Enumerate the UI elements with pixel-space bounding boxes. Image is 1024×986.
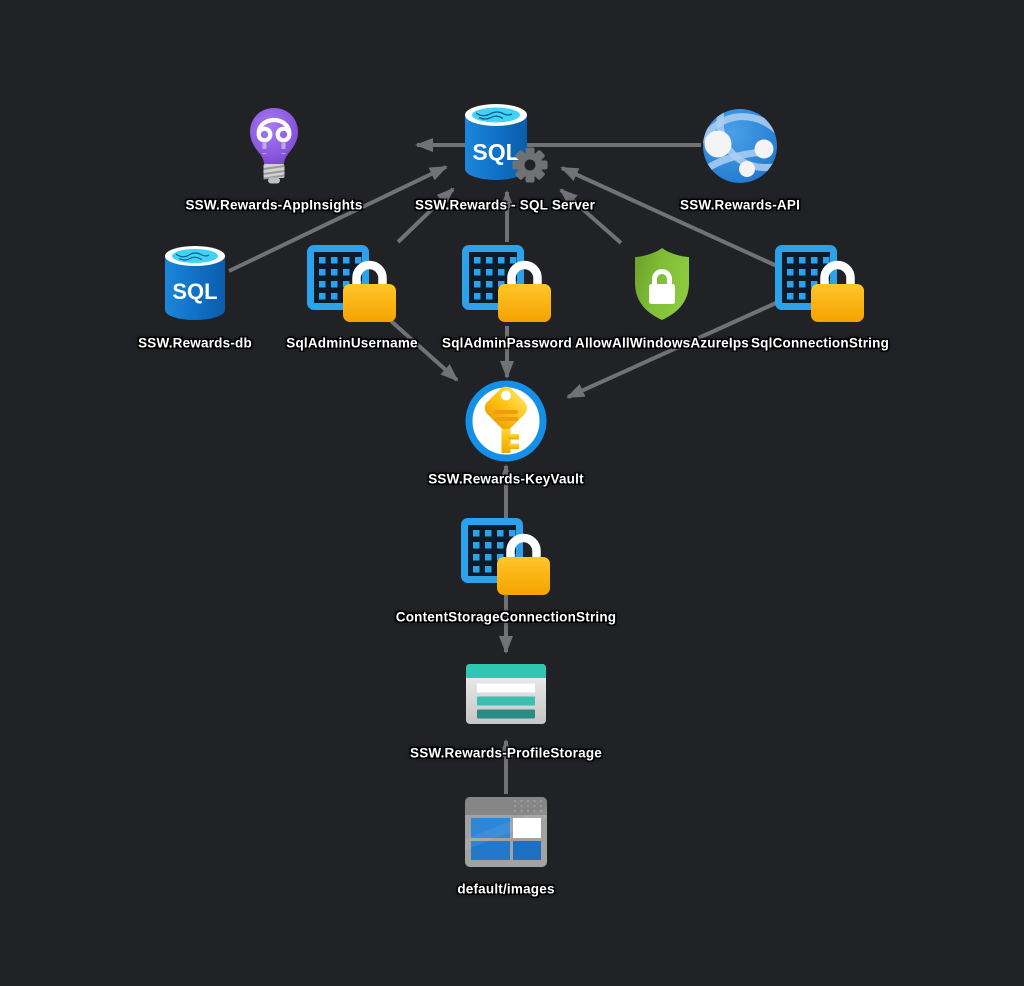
resource-label: SqlAdminPassword	[442, 335, 572, 351]
resource-label: ContentStorageConnectionString	[395, 609, 617, 625]
app-service-globe-icon	[702, 108, 778, 184]
key-vault-icon	[465, 380, 547, 462]
dependency-arrow-sqlconnectionstring-to-sqlserver	[560, 166, 780, 269]
svg-text:SQL: SQL	[172, 279, 217, 304]
resource-label: SSW.Rewards-db	[138, 335, 252, 351]
dependency-arrow-sqlconnectionstring-to-keyvault	[566, 301, 777, 399]
storage-account-icon	[466, 664, 546, 724]
resource-label: SSW.Rewards-KeyVault	[428, 471, 584, 487]
dependency-arrow-sqladminusername-to-keyvault	[389, 319, 459, 382]
firewall-shield-icon	[632, 246, 692, 322]
key-vault-secret-icon	[462, 245, 552, 323]
resource-label: SSW.Rewards - SQL Server	[414, 197, 596, 213]
resource-label: SSW.Rewards-AppInsights	[185, 197, 363, 213]
resource-label: SSW.Rewards-ProfileStorage	[410, 745, 602, 761]
resource-label: SSW.Rewards-API	[679, 197, 801, 213]
dependency-arrow-allowallwindowsazureips-to-sqlserver	[559, 188, 623, 245]
dependency-arrow-db-to-sqlserver	[228, 165, 448, 273]
key-vault-secret-icon	[307, 245, 397, 323]
sql-server-icon: SQL	[461, 103, 549, 187]
resource-label: SqlAdminUsername	[286, 335, 418, 351]
key-vault-secret-icon	[461, 518, 551, 596]
resource-label: SqlConnectionString	[750, 335, 890, 351]
key-vault-secret-icon	[775, 245, 865, 323]
blob-container-icon	[465, 797, 547, 867]
application-insights-icon	[246, 107, 302, 185]
sql-database-icon: SQL	[163, 245, 227, 321]
dependency-arrow-sqladminusername-to-sqlserver	[396, 187, 455, 244]
svg-text:SQL: SQL	[472, 139, 519, 165]
resource-label: default/images	[457, 881, 555, 897]
resource-label: AllowAllWindowsAzureIps	[575, 335, 749, 351]
